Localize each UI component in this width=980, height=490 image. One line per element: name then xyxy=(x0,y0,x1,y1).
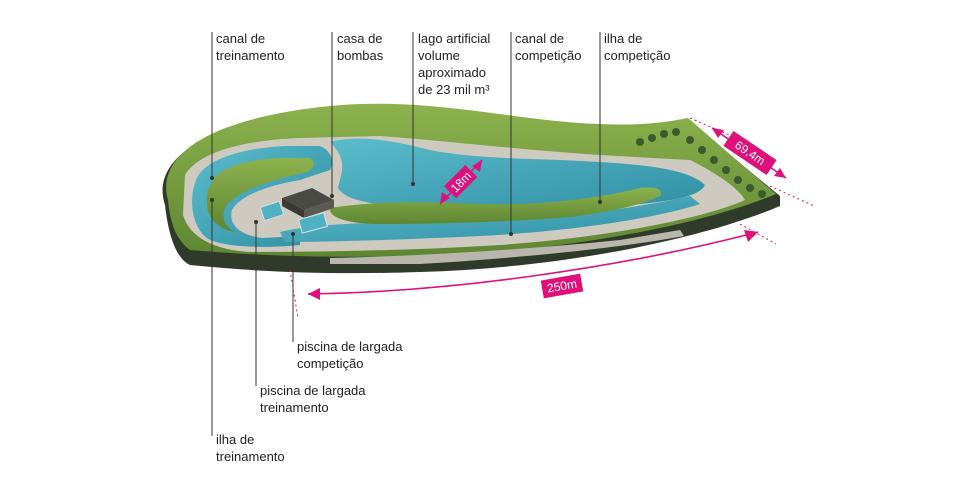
tree-row xyxy=(636,128,766,198)
label-ilha-treinamento: ilha de treinamento xyxy=(216,432,285,464)
leader-lines xyxy=(211,32,601,436)
dimension-length: 250m xyxy=(289,223,777,319)
label-canal-treinamento: canal de treinamento xyxy=(216,31,285,63)
grandstand-strip xyxy=(330,230,684,264)
label-lago-artificial: lago artificial volume aproximado de 23 … xyxy=(418,31,491,97)
competition-island xyxy=(329,187,662,224)
label-canal-competicao: canal de competição xyxy=(515,31,582,63)
label-piscina-largada-treinamento: piscina de largada treinamento xyxy=(260,383,366,415)
competition-canal-water xyxy=(280,196,700,242)
leader-dots xyxy=(210,176,602,236)
training-start-pool xyxy=(259,200,285,222)
label-piscina-largada-competicao: piscina de largada competição xyxy=(297,339,403,371)
label-casa-bombas: casa de bombas xyxy=(337,31,384,63)
competition-start-pool xyxy=(298,212,328,234)
training-island xyxy=(206,158,314,232)
label-ilha-competicao: ilha de competição xyxy=(604,31,671,63)
pump-house xyxy=(282,188,334,218)
dimension-length-label: 250m xyxy=(546,276,578,295)
